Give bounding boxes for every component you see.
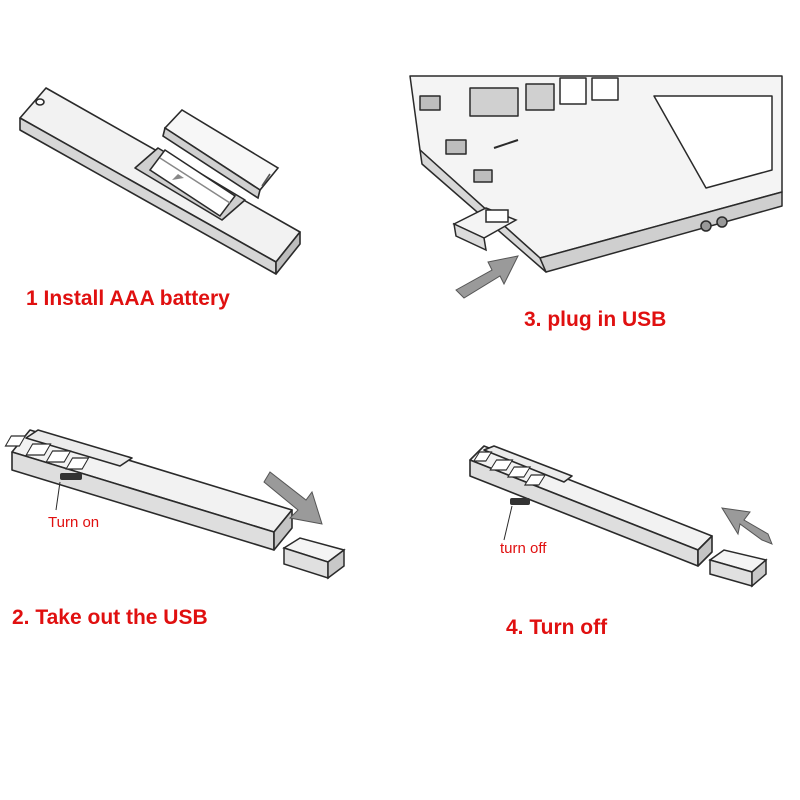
remote-take-out-illustration <box>4 429 346 580</box>
step-1-caption: 1 Install AAA battery <box>26 287 230 310</box>
usb-dongle-icon <box>708 549 768 588</box>
laptop-illustration <box>409 75 783 299</box>
remote-battery-illustration <box>19 87 301 275</box>
arrow-icon <box>455 255 519 299</box>
panel-turn-off: turn off 4. Turn off <box>400 400 800 660</box>
laptop-icon <box>409 75 783 273</box>
power-switch-icon <box>55 473 82 511</box>
step-2-caption: 2. Take out the USB <box>12 606 208 629</box>
step-4-caption: 4. Turn off <box>506 616 608 639</box>
arrow-icon <box>721 507 773 545</box>
panel-plug-in-usb: 3. plug in USB <box>400 0 800 360</box>
turn-on-label: Turn on <box>48 514 100 531</box>
battery-icon <box>148 148 237 218</box>
usb-dongle-icon <box>452 207 518 252</box>
remote-turn-off-illustration <box>469 445 773 588</box>
battery-cover <box>162 108 280 200</box>
arrow-icon <box>263 471 323 525</box>
panel-install-battery: 1 Install AAA battery <box>0 0 400 360</box>
power-switch-icon <box>503 498 530 541</box>
panel-take-out-usb: Turn on 2. Take out the USB <box>0 400 400 660</box>
step-3-caption: 3. plug in USB <box>524 308 667 331</box>
turn-off-label: turn off <box>500 540 547 557</box>
usb-dongle-icon <box>282 537 346 580</box>
background-text <box>22 318 26 333</box>
